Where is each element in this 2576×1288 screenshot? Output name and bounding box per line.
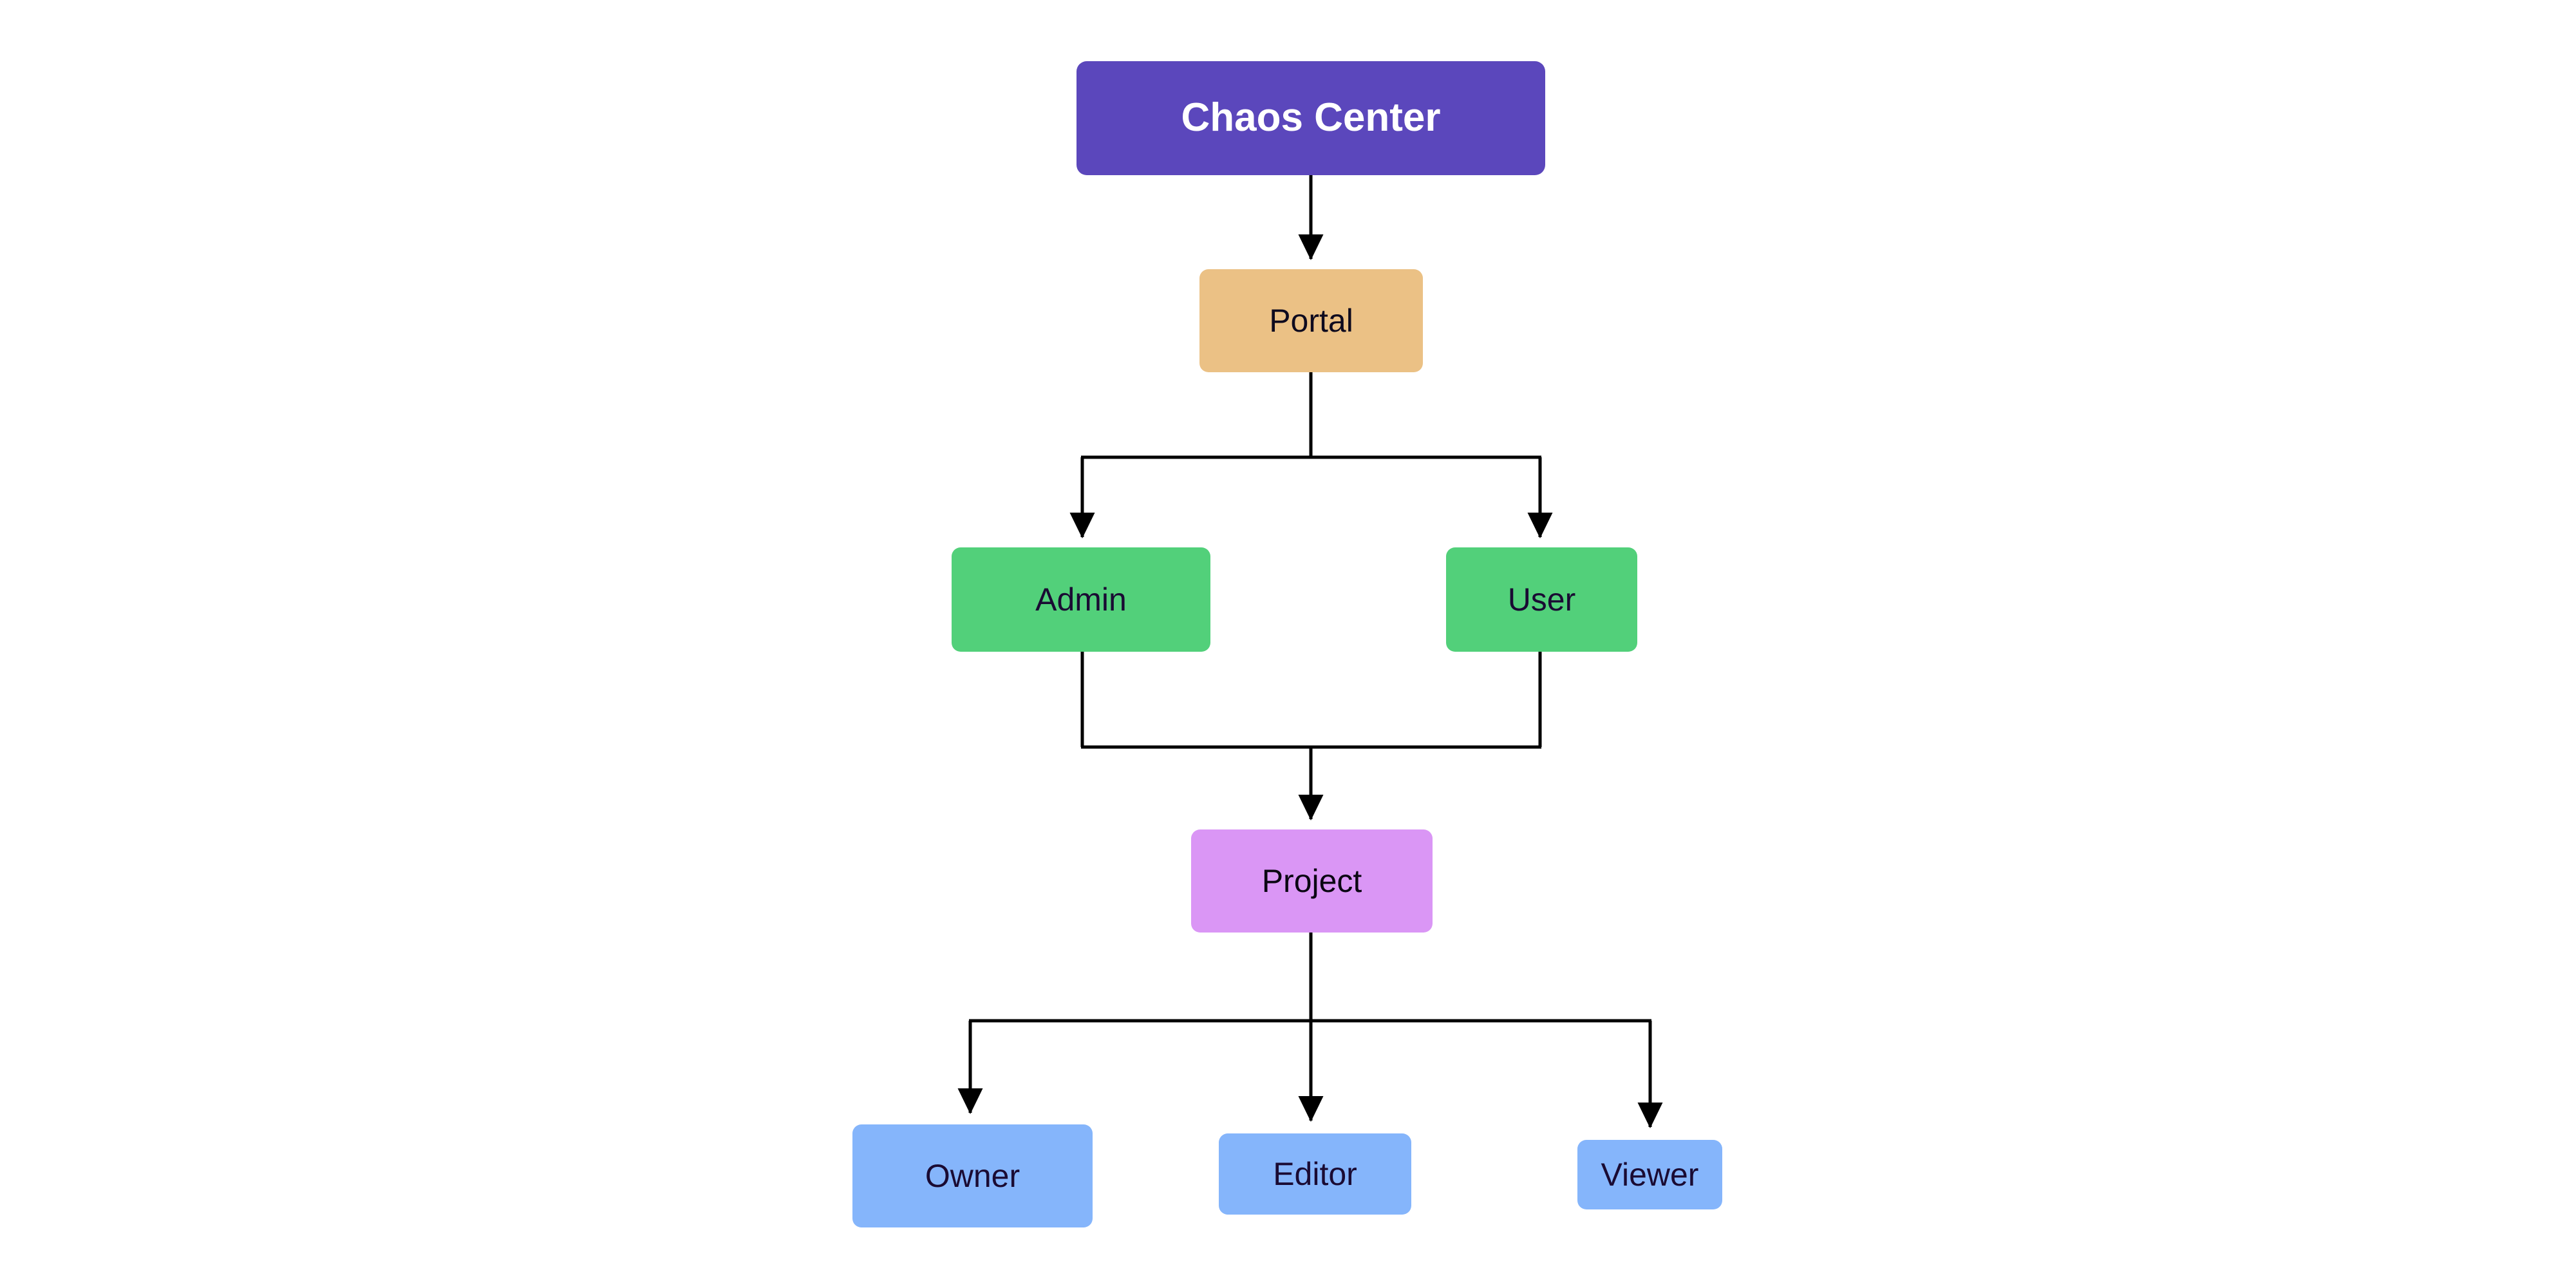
node-chaos-center[interactable]: Chaos Center xyxy=(1076,61,1545,175)
node-portal-label: Portal xyxy=(1269,302,1353,339)
node-admin-label: Admin xyxy=(1035,581,1127,618)
edge-portal-to-bus xyxy=(1081,372,1541,459)
node-editor-label: Editor xyxy=(1273,1155,1357,1192)
node-admin[interactable]: Admin xyxy=(952,547,1210,652)
node-project-label: Project xyxy=(1261,862,1362,899)
node-viewer[interactable]: Viewer xyxy=(1577,1140,1722,1209)
edge-merge-to-project xyxy=(1081,745,1541,821)
node-user[interactable]: User xyxy=(1446,547,1637,652)
node-chaos-center-label: Chaos Center xyxy=(1181,95,1441,140)
node-project[interactable]: Project xyxy=(1191,829,1433,933)
edge-project-to-bus xyxy=(969,933,1651,1023)
node-owner-label: Owner xyxy=(925,1157,1020,1194)
node-portal[interactable]: Portal xyxy=(1199,269,1423,372)
node-user-label: User xyxy=(1507,581,1576,618)
node-viewer-label: Viewer xyxy=(1601,1156,1699,1193)
node-editor[interactable]: Editor xyxy=(1219,1133,1411,1215)
node-owner[interactable]: Owner xyxy=(852,1124,1093,1227)
